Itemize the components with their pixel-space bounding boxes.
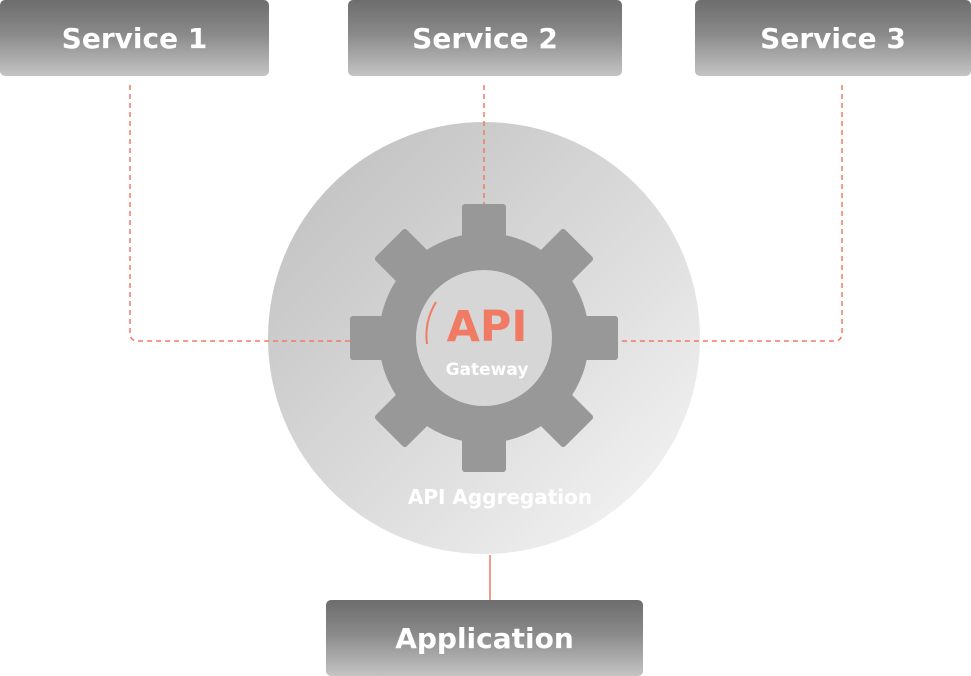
connector-service-3 [616,85,843,342]
service-3-box[interactable]: Service 3 [695,0,971,76]
accent-arc [425,301,437,345]
application-label: Application [395,621,574,655]
service-1-label: Service 1 [61,21,208,55]
application-box[interactable]: Application [326,600,643,676]
service-1-box[interactable]: Service 1 [0,0,269,76]
connector-service-1 [129,85,352,342]
hub-subtitle: Gateway [445,360,529,380]
service-3-label: Service 3 [760,21,906,55]
hub-caption: API Aggregation [407,485,593,509]
gear-icon [350,204,618,472]
service-2-label: Service 2 [412,21,558,55]
service-2-box[interactable]: Service 2 [348,0,622,76]
hub-title: API [446,302,528,352]
